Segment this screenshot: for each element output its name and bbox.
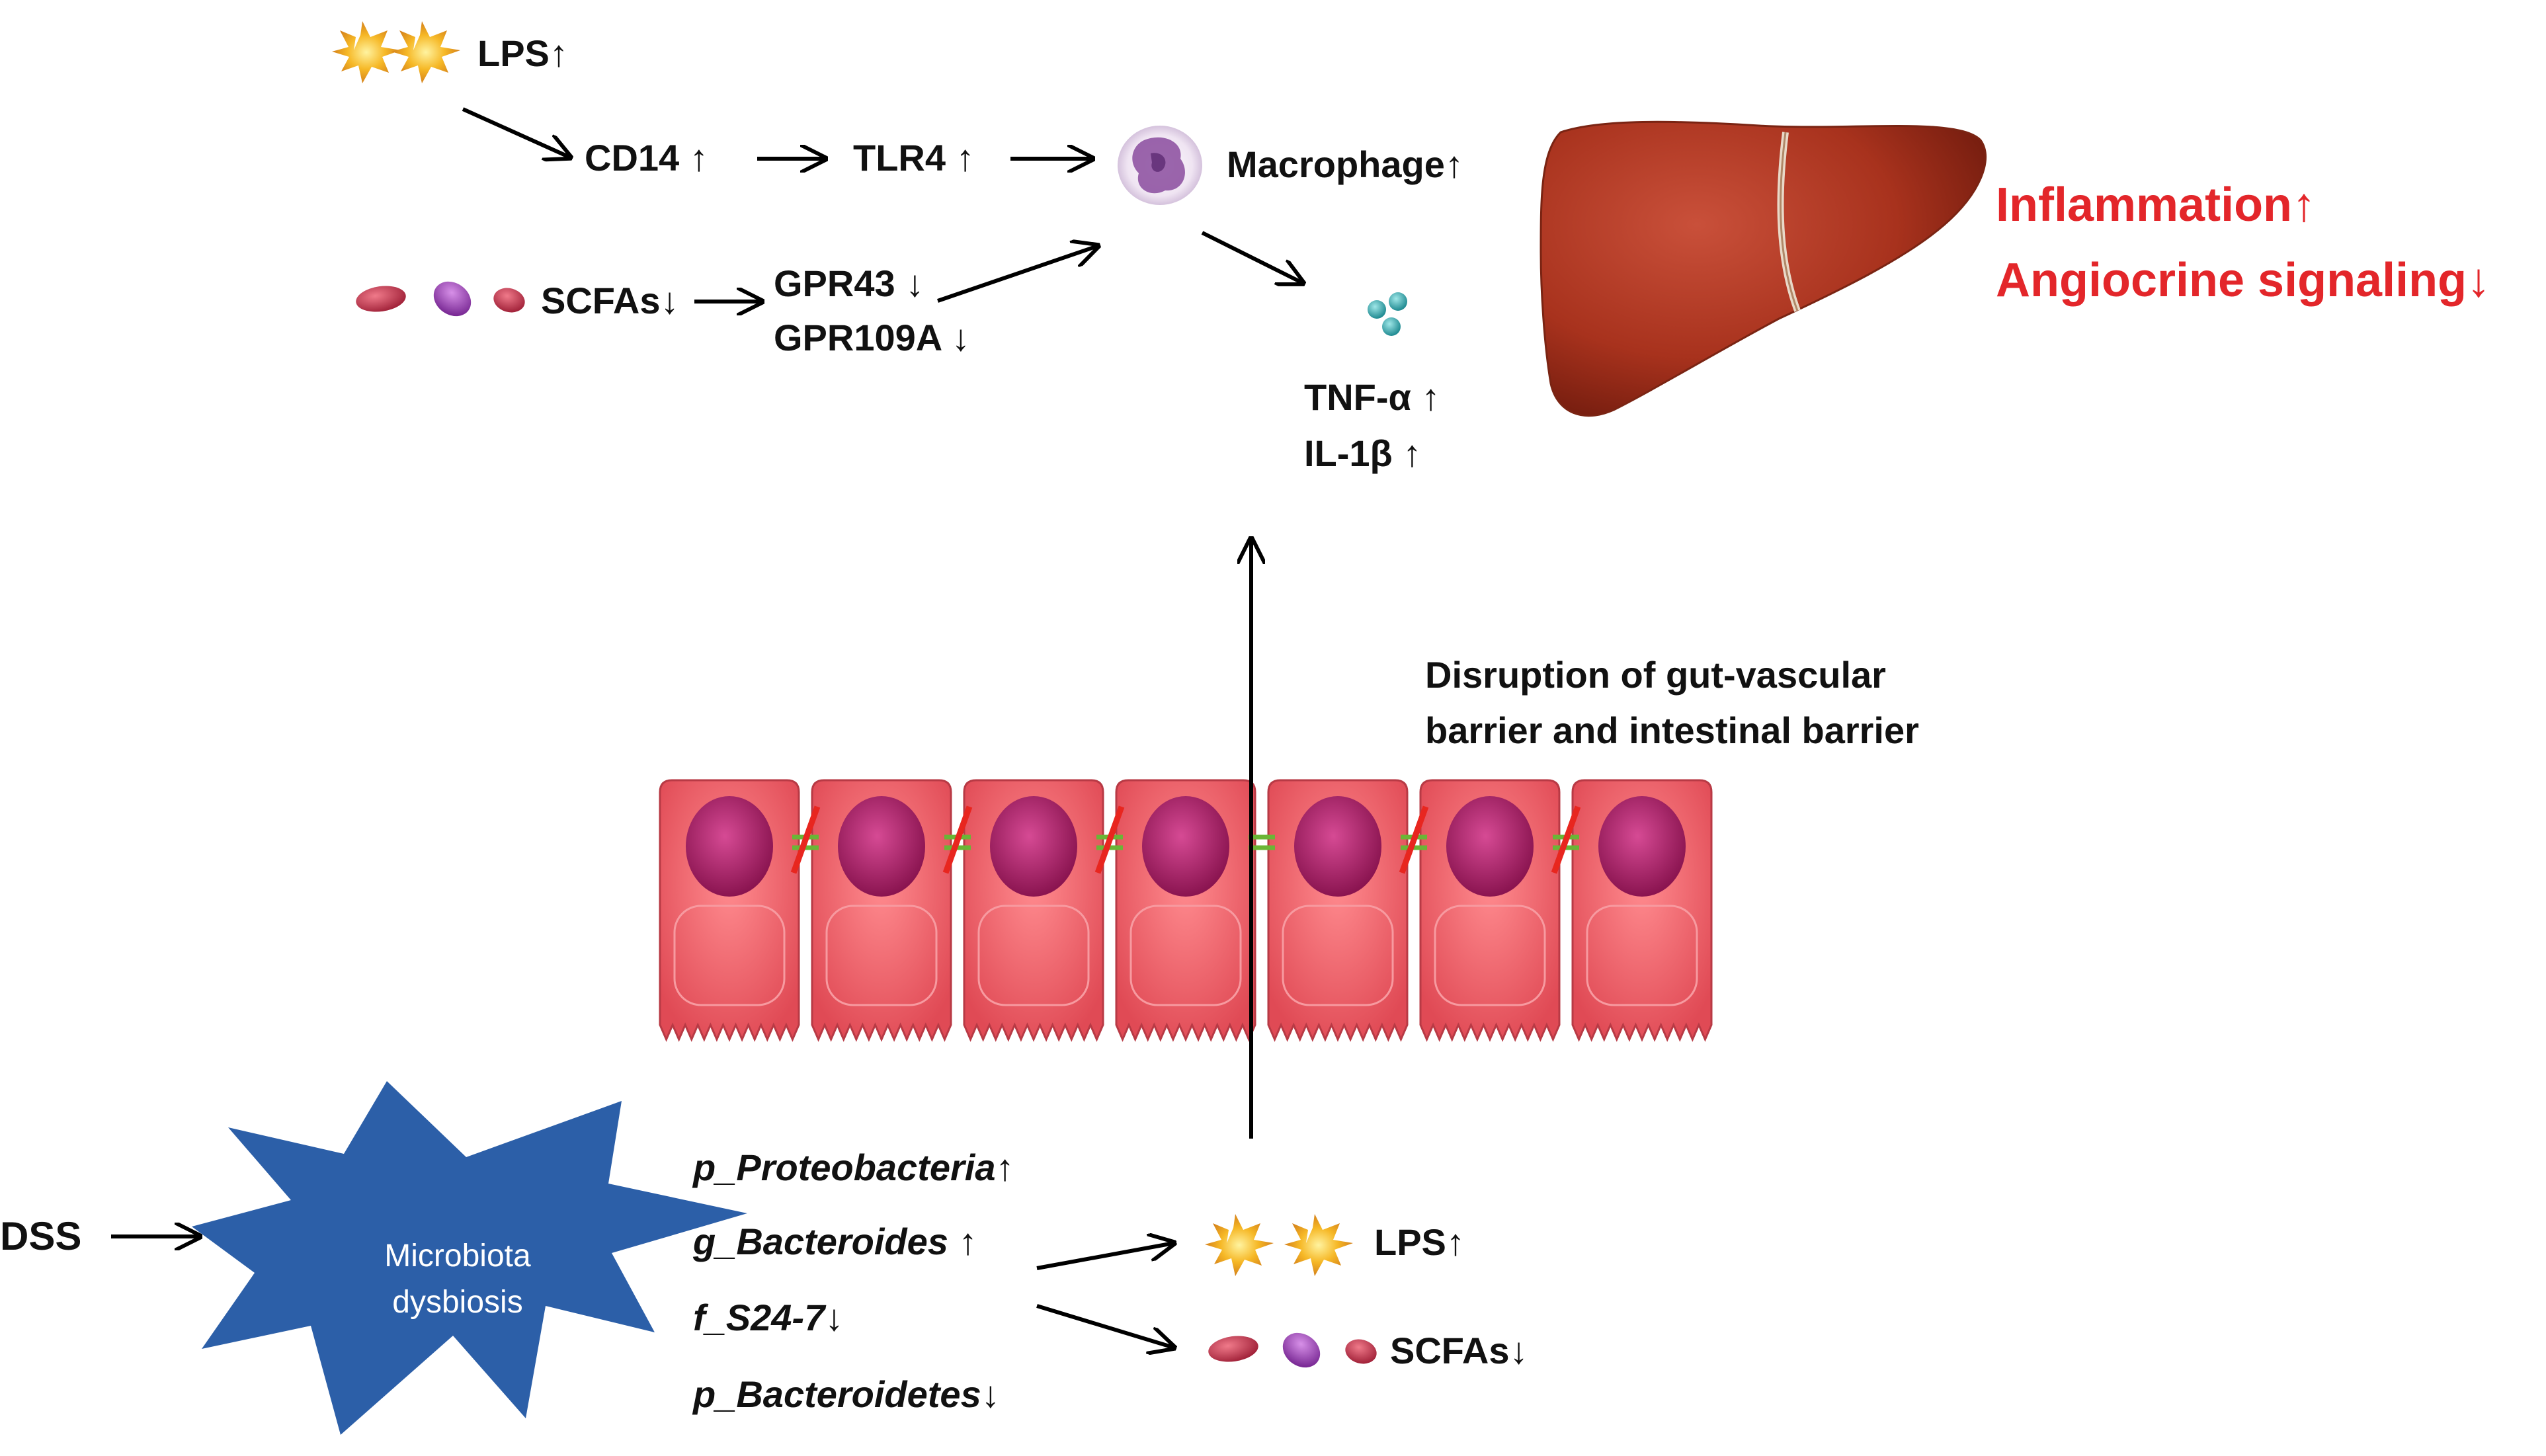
cytokine-dots-icon xyxy=(1368,292,1407,336)
epithelial-cell xyxy=(1571,779,1713,1042)
lps-burst-bottom xyxy=(1205,1214,1353,1276)
cell-nucleus xyxy=(1446,796,1534,897)
microbiota-label-line1: Microbiota xyxy=(384,1238,531,1274)
arrow-macrophage-to-cytokines xyxy=(1201,231,1303,283)
liver-icon xyxy=(1540,120,1987,417)
angiocrine-signaling-label: Angiocrine signaling↓ xyxy=(1996,254,2490,307)
taxon-s24-7: f_S24-7↓ xyxy=(693,1297,843,1338)
epithelial-cell xyxy=(1419,779,1561,1042)
cd14-label: CD14 ↑ xyxy=(585,137,708,179)
epithelial-cell xyxy=(1115,779,1256,1042)
cell-cytoplasm xyxy=(1434,905,1546,1006)
cell-nucleus xyxy=(1598,796,1686,897)
cell-nucleus xyxy=(1294,796,1381,897)
microbiota-label-line2: dysbiosis xyxy=(392,1285,522,1320)
macrophage-label: Macrophage↑ xyxy=(1227,143,1463,185)
cell-cytoplasm xyxy=(977,905,1090,1006)
cell-cytoplasm xyxy=(1282,905,1394,1006)
scfas-top-label: SCFAs↓ xyxy=(541,280,679,321)
taxon-proteobacteria: p_Proteobacteria↑ xyxy=(692,1147,1014,1188)
cell-nucleus xyxy=(990,796,1077,897)
gpr43-label: GPR43 ↓ xyxy=(774,263,924,304)
taxon-bacteroidetes: p_Bacteroidetes↓ xyxy=(692,1373,1000,1415)
dss-label: DSS xyxy=(0,1214,81,1258)
junction-disruption-mark xyxy=(942,805,973,874)
cell-cytoplasm xyxy=(825,905,938,1006)
macrophage-cell-icon xyxy=(1118,126,1202,205)
arrow-taxa-to-lps xyxy=(1036,1243,1174,1270)
cell-cytoplasm xyxy=(673,905,786,1006)
scfa-bacteria-top-icon xyxy=(356,281,525,317)
microbiota-dysbiosis-starburst xyxy=(192,1081,747,1435)
lps-burst-top xyxy=(332,21,460,83)
epithelial-cell xyxy=(1267,779,1409,1042)
cell-nucleus xyxy=(1142,796,1229,897)
barrier-label-line1: Disruption of gut-vascular xyxy=(1425,654,1886,696)
scfa-bacteria-bottom-icon xyxy=(1208,1332,1377,1368)
epithelial-cell-row xyxy=(659,779,1713,1042)
inflammation-label: Inflammation↑ xyxy=(1996,179,2316,231)
junction-disruption-mark xyxy=(1094,805,1125,874)
junction-disruption-mark xyxy=(1399,805,1429,874)
lps-bottom-label: LPS↑ xyxy=(1374,1221,1465,1263)
epithelial-cell xyxy=(659,779,800,1042)
tlr4-label: TLR4 ↑ xyxy=(853,137,975,179)
junction-disruption-mark xyxy=(1551,805,1581,874)
cell-cytoplasm xyxy=(1586,905,1698,1006)
scfas-bottom-label: SCFAs↓ xyxy=(1390,1330,1528,1371)
epithelial-cell xyxy=(963,779,1104,1042)
cell-nucleus xyxy=(686,796,773,897)
cell-cytoplasm xyxy=(1129,905,1242,1006)
arrow-gpr-to-macrophage xyxy=(937,246,1098,303)
lps-top-label: LPS↑ xyxy=(477,32,568,74)
barrier-label-line2: barrier and intestinal barrier xyxy=(1425,709,1919,751)
arrow-taxa-to-scfas xyxy=(1036,1304,1174,1348)
taxon-bacteroides: g_Bacteroides ↑ xyxy=(692,1221,977,1262)
gpr109a-label: GPR109A ↓ xyxy=(774,317,970,358)
arrow-lps-to-cd14 xyxy=(462,107,570,157)
junction-disruption-mark xyxy=(790,805,821,874)
tnf-label: TNF-α ↑ xyxy=(1304,376,1440,418)
il1b-label: IL-1β ↑ xyxy=(1304,432,1421,474)
cell-nucleus xyxy=(838,796,925,897)
epithelial-cell xyxy=(811,779,952,1042)
